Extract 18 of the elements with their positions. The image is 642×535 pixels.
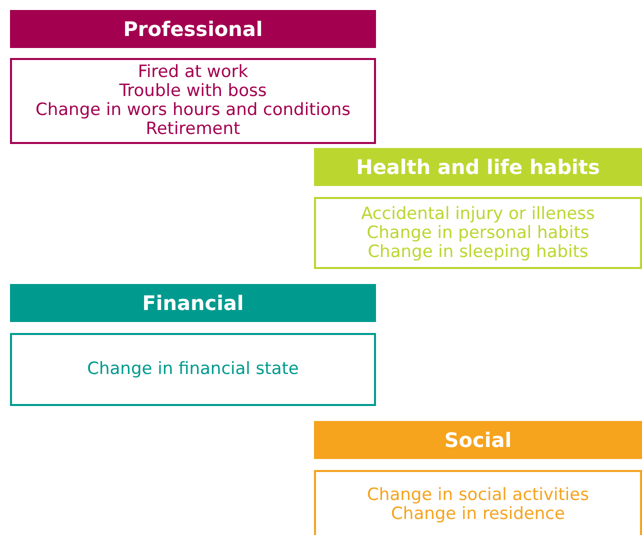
category-header: Professional <box>10 10 376 48</box>
list-item: Change in sleeping habits <box>368 242 588 262</box>
category-header: Financial <box>10 284 376 322</box>
list-item: Change in residence <box>391 505 565 524</box>
list-item: Retirement <box>146 120 240 139</box>
category-header: Social <box>314 421 642 459</box>
list-item: Change in financial state <box>87 360 299 379</box>
list-item: Trouble with boss <box>119 82 267 101</box>
list-item: Change in wors hours and conditions <box>36 101 350 120</box>
list-item: Change in personal habits <box>366 224 590 242</box>
category-header: Health and life habits <box>314 148 642 186</box>
list-item: Change in social activities <box>367 486 589 505</box>
content-box <box>10 333 376 406</box>
content-box <box>314 197 642 269</box>
content-box <box>314 470 642 535</box>
list-item: Accidental injury or illeness <box>361 204 595 224</box>
content-box <box>10 58 376 144</box>
list-item: Fired at work <box>138 63 248 82</box>
